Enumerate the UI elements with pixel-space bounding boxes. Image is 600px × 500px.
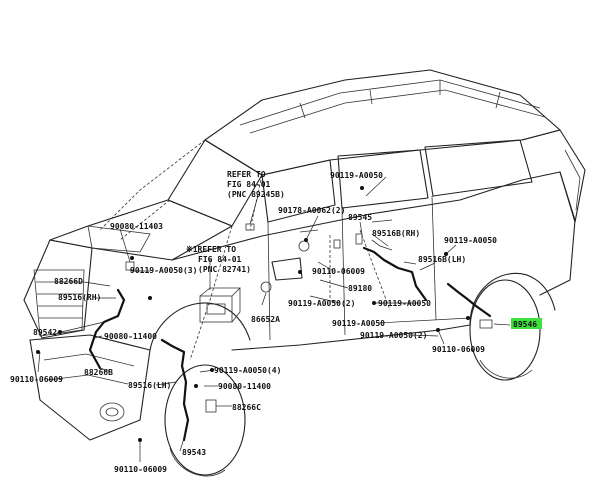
sensor-icon	[298, 240, 310, 252]
part-label: 89516(LH)	[128, 381, 171, 390]
part-label: 90178-A0062(2)	[278, 206, 345, 215]
part-label: 90110-06009	[432, 345, 485, 354]
part-label: 90119-A0050(2)	[288, 299, 355, 308]
horn-icon	[260, 281, 272, 293]
part-label: 90080-11400	[218, 382, 271, 391]
part-label: 90080-11400	[104, 332, 157, 341]
highlight-89546	[511, 318, 542, 329]
part-label: 90110-06009	[114, 465, 167, 474]
part-label: 90119-A0050(4)	[214, 366, 281, 375]
abs-actuator-icon	[199, 295, 233, 323]
part-label: 89516B(LH)	[418, 255, 466, 264]
fasteners	[36, 186, 470, 442]
part-label: 88266C	[232, 403, 261, 412]
vehicle-body	[23, 69, 586, 477]
part-label: 89516B(RH)	[372, 229, 420, 238]
part-label: 90119-A0050(3)	[130, 266, 197, 275]
refer-note-1-line2: FIG 84-01	[227, 180, 271, 189]
part-label: 90119-A0050	[444, 236, 497, 245]
part-label: 89543	[182, 448, 206, 457]
sensor-icon	[355, 233, 363, 245]
part-label: 90119-A0050	[330, 171, 383, 180]
part-label: 90119-A0050	[332, 319, 385, 328]
part-label-89546: 89546	[513, 320, 537, 329]
part-label: 89516(RH)	[58, 293, 101, 302]
part-label: 86652A	[251, 315, 280, 324]
part-label: 88266D	[54, 277, 83, 286]
refer-note-2-line1: ※1REFER TO	[186, 245, 236, 254]
wire-harnesses	[88, 223, 493, 442]
refer-note-1-line1: REFER TO	[227, 170, 266, 179]
rear-rh-sensor-harness	[362, 246, 428, 302]
part-label: 90119-A0050(2)	[360, 331, 427, 340]
refer-note-2-line2: FIG 84-01	[198, 255, 242, 264]
rear-lh-sensor-harness	[446, 282, 492, 318]
sensor-icon	[479, 319, 493, 329]
part-label: 90080-11403	[110, 222, 163, 231]
part-label: 90110-06009	[312, 267, 365, 276]
front-lh-sensor-harness	[160, 338, 190, 442]
part-label: 89545	[348, 213, 372, 222]
clip-icon	[205, 399, 217, 413]
callout-labels: REFER TO FIG 84-01 (PNC 89245B) ※1REFER …	[10, 170, 537, 474]
part-label: 90119-A0050	[378, 299, 431, 308]
sensor-icon	[333, 239, 341, 249]
part-label: 88266B	[84, 368, 113, 377]
part-label: 90110-06009	[10, 375, 63, 384]
part-label: 89542	[33, 328, 57, 337]
part-label: 89180	[348, 284, 372, 293]
refer-note-1-line3: (PNC 89245B)	[227, 190, 285, 199]
refer-note-2-line3: (PNC 82741)	[198, 265, 251, 274]
